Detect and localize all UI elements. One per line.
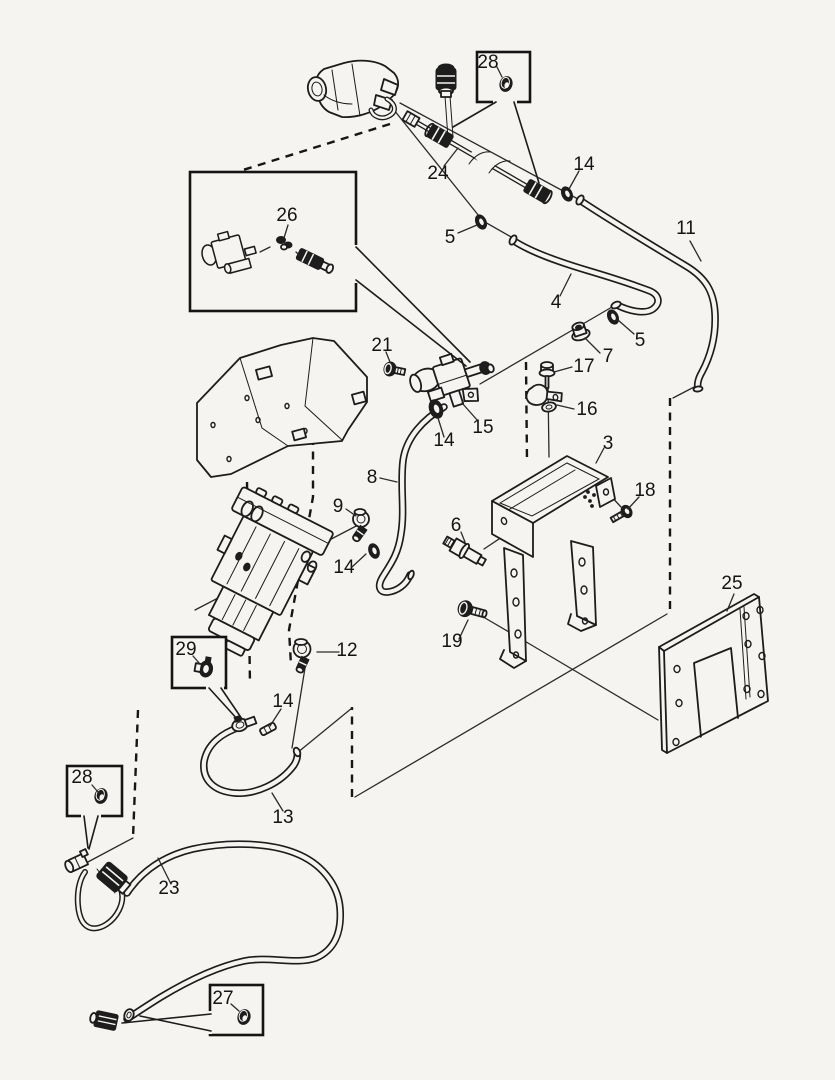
callout-16: 16 — [576, 399, 597, 420]
elbow-fitting-12 — [292, 638, 312, 674]
clamp-14-valve — [428, 399, 444, 419]
callout-25: 25 — [721, 573, 742, 594]
filter-assembly — [207, 486, 334, 657]
callout-5b: 5 — [635, 330, 646, 351]
clamp-16 — [525, 383, 563, 406]
hose-23 — [64, 840, 345, 1031]
elbow-fitting-9 — [352, 508, 370, 543]
fitting-26 — [295, 248, 335, 274]
valve-26-preview — [201, 230, 257, 274]
callout-8: 8 — [367, 467, 378, 488]
hose-11 — [575, 194, 719, 393]
hose23-elbow-fitting — [64, 848, 89, 874]
shield-panel — [196, 337, 368, 478]
callout-28-top: 28 — [477, 52, 498, 73]
clamp-5-upper — [474, 214, 488, 230]
hose23-end-fitting — [89, 1010, 119, 1031]
callout-13: 13 — [272, 807, 293, 828]
callout-12: 12 — [336, 640, 357, 661]
clamp-icon — [193, 656, 214, 678]
callout-11: 11 — [676, 218, 696, 239]
callout-21: 21 — [371, 335, 392, 356]
callout-24: 24 — [427, 163, 449, 184]
hose-4 — [508, 234, 662, 316]
callout-14d: 14 — [272, 691, 294, 712]
callout-labels: 24 14 5 11 4 5 7 17 16 21 15 14 3 8 9 6 … — [158, 154, 742, 899]
hose-13 — [200, 723, 302, 797]
callout-6: 6 — [451, 515, 462, 536]
callout-18: 18 — [634, 480, 655, 501]
cap-fitting — [435, 63, 457, 139]
grommet-icon — [499, 76, 513, 92]
clamp-hose13-end — [231, 714, 258, 733]
detail-box-29: 29 — [170, 635, 243, 722]
bolt-19 — [457, 600, 488, 619]
injection-pump — [306, 59, 400, 121]
pin-clamp-14-hose13 — [259, 721, 277, 737]
hose23-end-nut — [123, 1008, 135, 1022]
mounting-bracket-3 — [491, 455, 616, 669]
clamp-14-hose8 — [368, 543, 380, 559]
bolt-21 — [383, 361, 407, 377]
callout-14b: 14 — [433, 430, 455, 451]
callout-3: 3 — [603, 433, 614, 454]
hose23-connector — [96, 861, 132, 895]
eyelet-16 — [541, 401, 557, 413]
grommet-icon — [237, 1009, 251, 1025]
clamp-5-mid — [606, 309, 620, 325]
hose-8 — [375, 403, 448, 596]
detail-box-27: 27 — [121, 983, 265, 1037]
coupler — [424, 122, 454, 148]
callout-29: 29 — [175, 639, 196, 660]
callout-4: 4 — [551, 292, 562, 313]
detail-box-28-bottom: 28 — [65, 764, 124, 850]
callout-26: 26 — [276, 205, 297, 226]
clamp-14-upper — [560, 186, 574, 202]
callout-5a: 5 — [445, 227, 456, 248]
callout-14a: 14 — [573, 154, 595, 175]
callout-7: 7 — [603, 346, 614, 367]
callout-27: 27 — [212, 988, 233, 1009]
nut-7 — [571, 321, 591, 342]
callout-19: 19 — [441, 631, 462, 652]
bolt-17 — [538, 361, 556, 389]
detail-box-26: 26 — [188, 170, 471, 367]
fitting-6 — [442, 535, 487, 567]
detail-box-28-top: 28 — [452, 50, 540, 184]
fuel-line-24 — [401, 110, 553, 205]
mounting-plate-25 — [658, 593, 769, 754]
callout-23: 23 — [158, 878, 179, 899]
solenoid-valve-15 — [409, 352, 495, 408]
label-leaders — [157, 147, 735, 885]
callout-15: 15 — [472, 417, 493, 438]
callout-9: 9 — [333, 496, 344, 517]
callout-17: 17 — [573, 356, 594, 377]
callout-14c: 14 — [333, 557, 355, 578]
callout-28-bottom: 28 — [71, 767, 92, 788]
coupler — [523, 179, 553, 205]
clip-26 — [276, 236, 293, 251]
